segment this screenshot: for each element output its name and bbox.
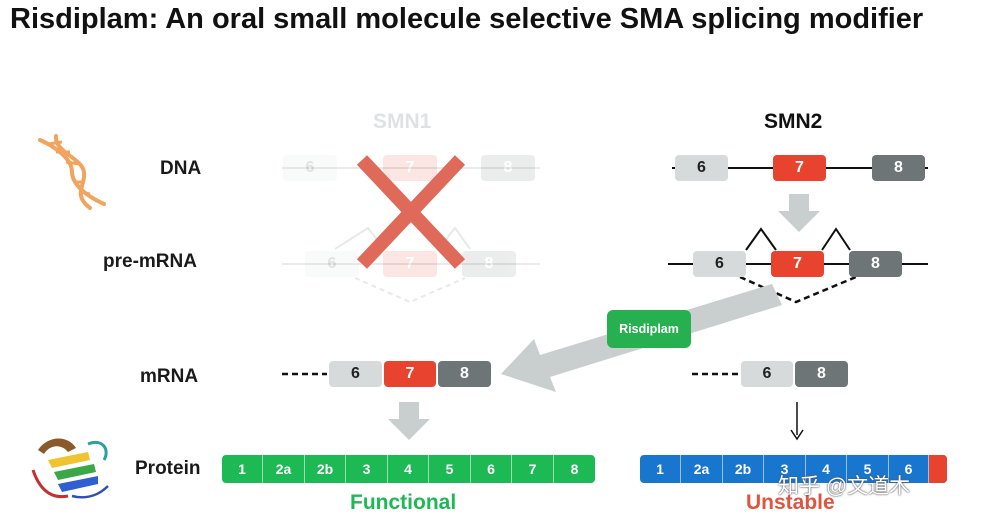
smn2-dna-exon-8: 8 <box>872 155 925 181</box>
unstable-protein-bar: 1 2a 2b 3 4 5 6 <box>640 455 947 483</box>
protein-segment: 1 <box>640 455 681 483</box>
smn1-mrna-exon-6: 6 <box>329 361 382 387</box>
splice-arc-right <box>821 227 851 251</box>
protein-structure-icon <box>31 438 109 499</box>
smn1-pre-exon-7: 7 <box>383 251 437 277</box>
protein-segment: 4 <box>388 455 429 483</box>
protein-label: Protein <box>135 458 201 479</box>
smn1-mrna-exon-7: 7 <box>384 361 436 387</box>
smn1-header: SMN1 <box>373 110 432 133</box>
protein-segment: 2b <box>305 455 346 483</box>
smn1-dna-exon-7: 7 <box>383 155 437 181</box>
protein-segment: 1 <box>222 455 263 483</box>
smn2-dna-exon-6: 6 <box>675 155 728 181</box>
watermark: 知乎 @文道木 <box>778 475 911 498</box>
smn1-dna-exon-6: 6 <box>283 155 337 181</box>
smn2-dna-exon-7: 7 <box>773 155 826 181</box>
protein-segment: 6 <box>471 455 512 483</box>
smn1-mrna-exon-8: 8 <box>438 361 491 387</box>
protein-segment: 6 <box>889 455 929 483</box>
protein-segment: 4 <box>806 455 847 483</box>
protein-segment: 3 <box>764 455 806 483</box>
smn1-dna-exon-8: 8 <box>481 155 535 181</box>
smn2-pre-exon-7: 7 <box>771 251 824 277</box>
pre-mrna-label: pre-mRNA <box>103 251 197 272</box>
protein-segment: 2b <box>723 455 764 483</box>
protein-segment: 2a <box>681 455 723 483</box>
smn2-pre-exon-8: 8 <box>849 251 902 277</box>
splice-arc-left <box>745 227 777 251</box>
dna-helix-icon <box>38 134 106 210</box>
functional-caption: Functional <box>350 491 457 514</box>
protein-segment: 5 <box>429 455 471 483</box>
smn2-mrna-exon-8: 8 <box>795 361 848 387</box>
protein-segment: 2a <box>263 455 305 483</box>
protein-segment: 8 <box>570 461 579 477</box>
smn1-pre-exon-6: 6 <box>305 251 359 277</box>
protein-segment: 3 <box>346 455 388 483</box>
smn2-down-arrow <box>778 194 820 232</box>
smn2-thin-arrow <box>790 429 804 441</box>
smn2-mrna-exon-6: 6 <box>741 361 793 387</box>
protein-segment: 5 <box>847 455 889 483</box>
mrna-label: mRNA <box>140 366 199 387</box>
dna-label: DNA <box>160 158 202 179</box>
smn2-header: SMN2 <box>764 110 823 133</box>
risdiplam-badge: Risdiplam <box>607 310 691 348</box>
unstable-caption: Unstable <box>746 491 835 514</box>
page-title: Risdiplam: An oral small molecule select… <box>10 3 924 35</box>
smn1-pre-exon-8: 8 <box>462 251 516 277</box>
truncated-tail <box>929 455 947 483</box>
functional-protein-bar: 1 2a 2b 3 4 5 6 7 8 <box>222 455 595 483</box>
smn1-faded-lines <box>282 167 540 304</box>
smn1-protein-arrow <box>388 402 430 440</box>
exon-skip-dashed <box>739 275 857 304</box>
protein-segment: 7 <box>512 455 554 483</box>
smn2-pre-exon-6: 6 <box>693 251 746 277</box>
